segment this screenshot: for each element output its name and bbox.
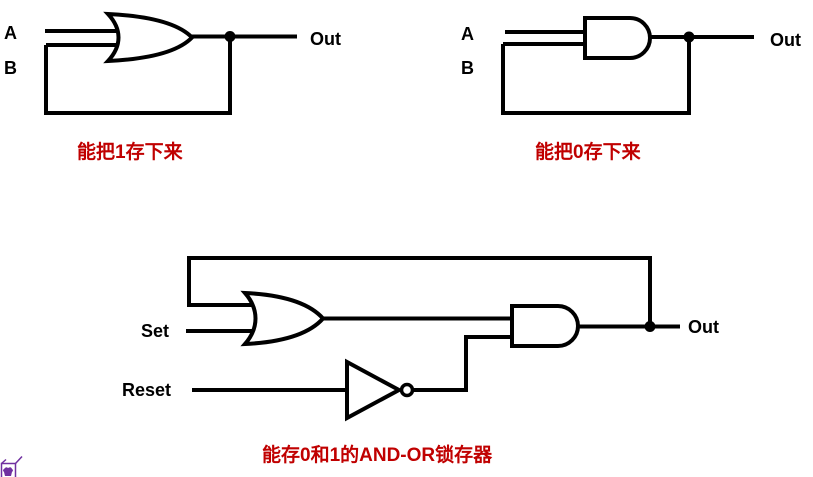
or-latch-input-b-label: B [4, 58, 17, 78]
and-latch-input-a-label: A [461, 24, 474, 44]
or-latch-input-a-label: A [4, 23, 17, 43]
and-or-latch-circuit [186, 256, 680, 422]
and-latch-circuit [501, 16, 754, 115]
or-gate [103, 11, 195, 64]
and-or-latch-feedback-wire [187, 256, 652, 327]
junction-dot [224, 31, 236, 42]
and-latch-input-b-label: B [461, 58, 474, 78]
and-or-latch-caption: 能存0和1的AND-OR锁存器 [262, 445, 493, 466]
or-latch-feedback-wire [44, 36, 232, 115]
or-latch-circuit [44, 11, 297, 115]
and-latch-caption: 能把0存下来 [535, 142, 641, 163]
reset-input-label: Reset [122, 380, 172, 400]
not-gate-bubble [399, 382, 415, 398]
and-latch-output-label: Out [770, 30, 801, 50]
or-gate [240, 290, 326, 347]
or-latch-caption: 能把1存下来 [77, 142, 183, 163]
not-to-and-wire [413, 335, 513, 392]
or-latch-output-label: Out [310, 29, 341, 49]
and-latch-feedback-wire [501, 37, 691, 115]
clipart-blob [3, 467, 13, 476]
and-gate [583, 16, 652, 60]
and-gate [510, 304, 580, 348]
not-gate-triangle [345, 358, 404, 422]
junction-dot [644, 321, 656, 332]
purple-clipart-icon [0, 455, 23, 477]
set-input-label: Set [141, 321, 170, 341]
junction-dot [683, 31, 695, 43]
and-or-latch-output-label: Out [688, 317, 719, 337]
